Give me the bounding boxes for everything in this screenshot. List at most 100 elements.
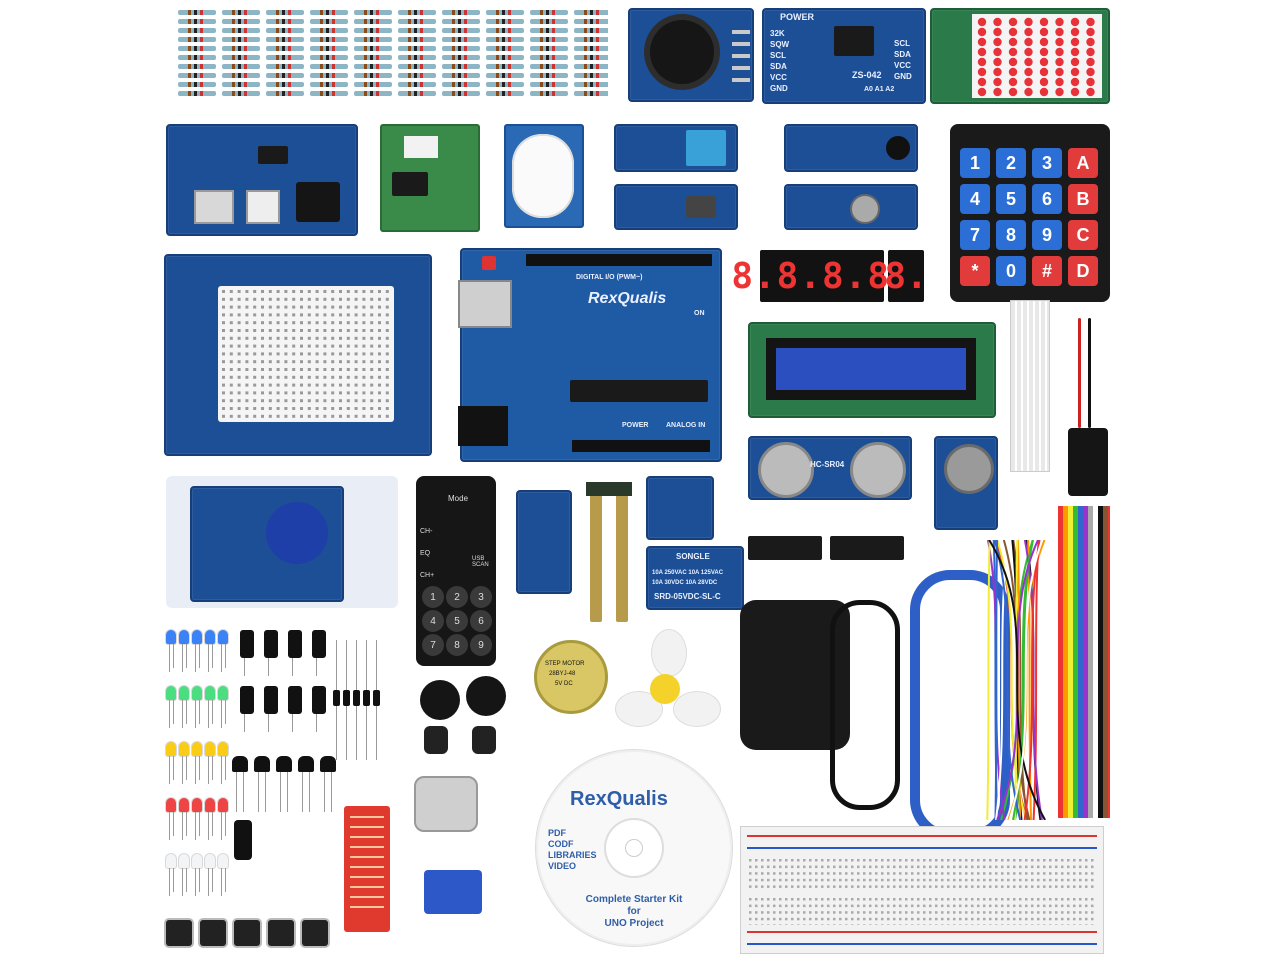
led-leg	[212, 700, 213, 724]
proto-shield	[164, 254, 432, 456]
led-leg	[225, 868, 226, 892]
led	[166, 686, 176, 700]
sound-sensor-module	[784, 124, 918, 172]
keypad-key: D	[1068, 256, 1098, 286]
transistor-leg	[243, 772, 244, 812]
soil-sensor-board	[516, 490, 572, 594]
transistor-leg	[265, 772, 266, 812]
servo-motor	[424, 870, 482, 914]
diode	[343, 690, 350, 706]
resistor-strip	[178, 8, 608, 100]
led-leg	[169, 868, 170, 896]
remote-digit-button: 6	[470, 610, 492, 632]
led-leg	[195, 700, 196, 728]
led	[179, 630, 189, 644]
ic-chip-1	[748, 536, 822, 560]
uno-header-bottom	[572, 440, 710, 452]
capacitor-leg	[316, 658, 317, 676]
cd-hub	[606, 820, 662, 876]
led-leg	[182, 756, 183, 784]
led-leg	[212, 812, 213, 836]
led-leg	[195, 644, 196, 672]
diode-group	[336, 640, 386, 760]
remote-digit-button: 1	[422, 586, 444, 608]
pir-sensor	[504, 124, 584, 228]
led-matrix-face	[972, 14, 1102, 98]
led-leg	[182, 868, 183, 896]
capacitor	[240, 686, 254, 714]
uno-analog-label: ANALOG IN	[666, 422, 705, 429]
led-leg	[225, 812, 226, 836]
rtc-power-label: POWER	[780, 12, 814, 22]
capacitor-leg	[292, 658, 293, 676]
joystick-module	[628, 8, 754, 102]
led-leg	[169, 644, 170, 672]
tactile-button	[166, 920, 192, 946]
led	[179, 742, 189, 756]
transistor	[232, 756, 248, 772]
led	[218, 742, 228, 756]
rtc-pin-labels: 32KSQWSCL SDAVCCGND	[770, 28, 789, 94]
remote-digit-button: 9	[470, 634, 492, 656]
led-leg	[186, 756, 187, 780]
led	[179, 854, 189, 868]
capacitor-leg	[268, 658, 269, 676]
uno-reset-button	[482, 256, 496, 270]
led	[166, 854, 176, 868]
stepper-motor: STEP MOTOR 28BYJ-48 5V DC	[534, 640, 608, 714]
led-leg	[169, 700, 170, 728]
led	[205, 742, 215, 756]
ir-receiver-module	[614, 184, 738, 230]
led-leg	[173, 756, 174, 780]
transistor-leg	[309, 772, 310, 812]
keypad-key: B	[1068, 184, 1098, 214]
remote-digit-button: 7	[422, 634, 444, 656]
breadboard	[740, 826, 1104, 954]
led-leg	[221, 868, 222, 896]
led-leg	[208, 700, 209, 728]
led-leg	[221, 756, 222, 784]
led-leg	[221, 644, 222, 672]
transistor	[276, 756, 292, 772]
capacitor	[264, 686, 278, 714]
diode	[333, 690, 340, 706]
led-leg	[225, 644, 226, 668]
stepper-label-1: STEP MOTOR	[545, 661, 584, 667]
lcd-screen	[766, 338, 976, 400]
transistor-leg	[287, 772, 288, 812]
led-leg	[208, 812, 209, 840]
lcd-module	[748, 322, 996, 418]
capacitor	[312, 630, 326, 658]
led-leg	[221, 700, 222, 728]
rtc-module: POWER ZS-042 A0 A1 A2 32KSQWSCL SDAVCCGN…	[762, 8, 926, 104]
led	[205, 686, 215, 700]
led	[205, 798, 215, 812]
led-leg	[173, 812, 174, 836]
accelerometer-module	[646, 476, 714, 540]
tactile-button	[234, 920, 260, 946]
uno-dc-jack	[458, 406, 508, 446]
transistor-leg	[258, 772, 259, 812]
capacitor-leg	[244, 658, 245, 676]
ribbon-jumpers	[1058, 506, 1110, 818]
remote-digit-button: 8	[446, 634, 468, 656]
tilt-sensor	[234, 820, 252, 860]
relay-model: SRD-05VDC-SL-C	[654, 592, 721, 601]
remote-digit-button: 2	[446, 586, 468, 608]
keypad-key: A	[1068, 148, 1098, 178]
led-leg	[182, 812, 183, 840]
transistor-leg	[280, 772, 281, 812]
transistor-group	[232, 756, 342, 816]
single-digit-display: 8.	[888, 250, 924, 302]
led	[192, 798, 202, 812]
led-leg	[199, 756, 200, 780]
potentiometer-1	[424, 726, 448, 754]
uno-header-top	[526, 254, 712, 266]
led-leg	[208, 644, 209, 672]
stepper-driver-board	[380, 124, 480, 232]
keypad-key: 9	[1032, 220, 1062, 250]
dc-motor	[414, 776, 478, 832]
uno-on-label: ON	[694, 310, 705, 317]
transistor	[298, 756, 314, 772]
relay-line1: 10A 250VAC 10A 125VAC	[652, 570, 723, 576]
